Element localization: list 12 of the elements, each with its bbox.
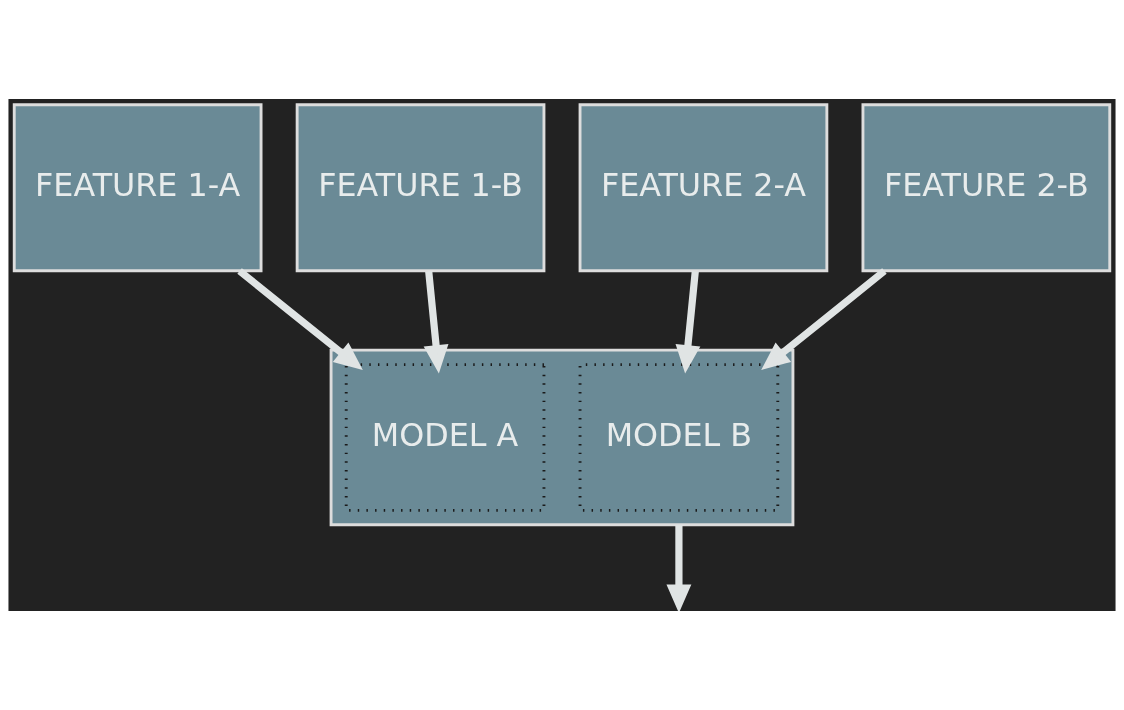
node-box: MODEL B xyxy=(578,363,780,512)
node-box: FEATURE 1-A xyxy=(12,103,263,273)
node-box: FEATURE 2-B xyxy=(861,103,1112,273)
node-box: FEATURE 1-B xyxy=(295,103,546,273)
arrow xyxy=(666,524,692,611)
cluster xyxy=(329,348,795,527)
arrow xyxy=(423,271,449,374)
arrow xyxy=(675,271,701,374)
node-box: FEATURE 2-A xyxy=(578,103,829,273)
node-box: MODEL A xyxy=(344,363,546,512)
arrow xyxy=(761,268,887,370)
arrow xyxy=(237,268,363,370)
